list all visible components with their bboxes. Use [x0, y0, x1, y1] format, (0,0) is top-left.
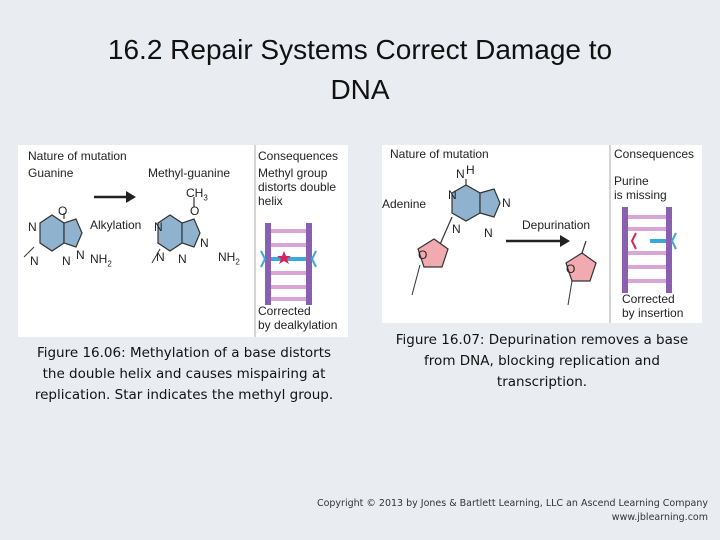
guanine-n2-label: N: [30, 254, 39, 268]
figure-depurination-drawing: [411, 145, 677, 323]
figure-methylation: Nature of mutation Guanine Methyl-guanin…: [18, 145, 348, 337]
figure-1-caption: Figure 16.06: Methylation of a base dist…: [34, 345, 334, 403]
methylguanine-n4-label: N: [200, 236, 209, 250]
slide-title: 16.2 Repair Systems Correct Damage to DN…: [20, 30, 700, 110]
alkylation-arrow: [94, 191, 136, 203]
guanine-label: Guanine: [28, 166, 74, 180]
amine-n-label: N: [456, 167, 465, 181]
guanine-n3-label: N: [62, 254, 71, 268]
corrected-line-1: Corrected: [622, 292, 675, 306]
guanine-structure: [23, 213, 83, 258]
dna-ladder-gap: [622, 207, 677, 293]
guanine-nh2-label: NH2: [90, 252, 112, 269]
methylguanine-n2-label: N: [156, 250, 165, 264]
guanine-n1-label: N: [28, 220, 37, 234]
depurination-arrow: [506, 235, 570, 247]
nature-of-mutation-label: Nature of mutation: [390, 147, 489, 161]
copyright-line-1: Copyright © 2013 by Jones & Bartlett Lea…: [316, 498, 708, 509]
methyl-star-icon: [277, 251, 291, 264]
consequence-line-2: distorts double: [258, 180, 337, 194]
guanine-n4-label: N: [76, 248, 85, 262]
corrected-line-2: by insertion: [622, 306, 684, 320]
sugar-right-oxygen-label: O: [566, 262, 576, 276]
figure-depurination: Nature of mutation Adenine Depurination …: [382, 145, 702, 323]
adenine-n3-label: N: [484, 226, 493, 240]
sugar-left-oxygen-label: O: [418, 248, 428, 262]
consequence-line-3: helix: [258, 194, 283, 208]
depurination-label: Depurination: [522, 218, 591, 232]
consequences-label: Consequences: [614, 147, 695, 161]
corrected-line-1: Corrected: [258, 304, 311, 318]
adenine-n1-label: N: [448, 188, 457, 202]
dna-ladder-distorted: [260, 223, 317, 305]
adenine-label: Adenine: [382, 197, 427, 211]
sugar-left: [417, 238, 449, 268]
slide-title-line-1: 16.2 Repair Systems Correct Damage to: [107, 34, 613, 65]
copyright-notice: Copyright © 2013 by Jones & Bartlett Lea…: [317, 497, 708, 525]
guanine-oxygen-label: O: [58, 204, 68, 218]
slide-title-line-2: DNA: [330, 74, 390, 105]
adenine-n4-label: N: [502, 196, 511, 210]
methylguanine-label: Methyl-guanine: [148, 166, 231, 180]
methylguanine-n3-label: N: [178, 252, 187, 266]
nature-of-mutation-label: Nature of mutation: [28, 149, 127, 163]
corrected-line-2: by dealkylation: [258, 318, 338, 332]
adenine-n2-label: N: [452, 222, 461, 236]
methylguanine-n1-label: N: [154, 220, 163, 234]
figure-2-caption: Figure 16.07: Depurination removes a bas…: [395, 332, 689, 390]
methyl-ch3-label: CH3: [186, 186, 208, 203]
adenine-structure: [411, 179, 501, 296]
depurinated-sugar: [565, 240, 597, 306]
methylguanine-nh2-label: NH2: [218, 250, 240, 267]
consequence-line-1: Methyl group: [258, 166, 328, 180]
consequence-line-2: is missing: [614, 188, 667, 202]
copyright-url: www.jblearning.com: [611, 512, 708, 523]
amine-h-label: H: [466, 163, 475, 177]
consequence-line-1: Purine: [614, 174, 649, 188]
alkylation-label: Alkylation: [90, 218, 142, 232]
figure-methylation-drawing: [23, 145, 317, 337]
methylguanine-oxygen-label: O: [190, 204, 200, 218]
consequences-label: Consequences: [258, 149, 339, 163]
methylguanine-structure: [151, 197, 201, 264]
